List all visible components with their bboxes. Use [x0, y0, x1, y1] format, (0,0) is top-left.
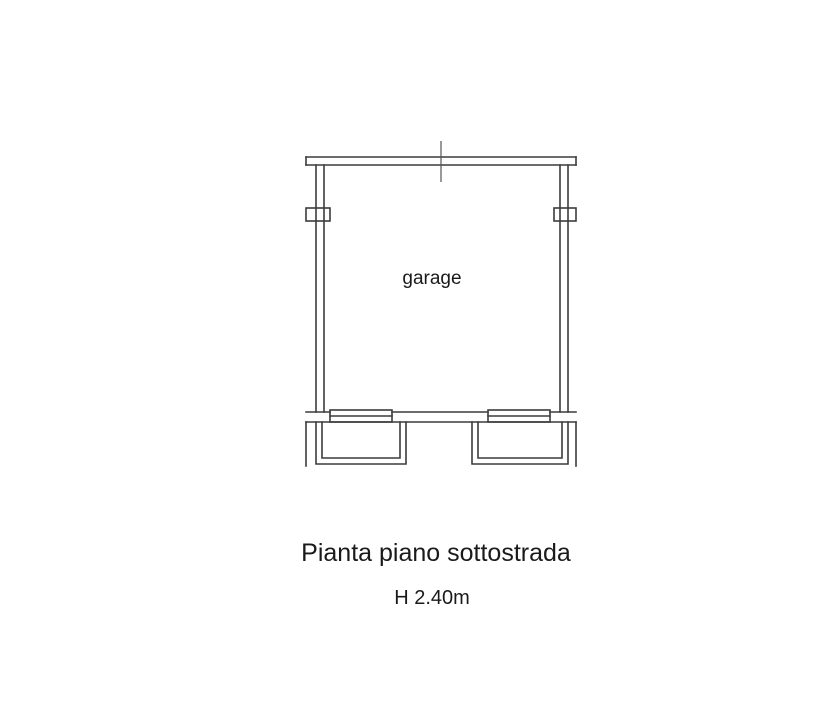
right-wall: [549, 164, 577, 413]
height-label: H 2.40m: [394, 587, 470, 609]
light-well-left: [305, 421, 407, 467]
left-wall: [305, 164, 331, 413]
room-label: garage: [402, 268, 461, 289]
light-well-right: [471, 421, 577, 467]
bottom-wall: [305, 409, 577, 423]
plan-title: Pianta piano sottostrada: [301, 539, 571, 567]
